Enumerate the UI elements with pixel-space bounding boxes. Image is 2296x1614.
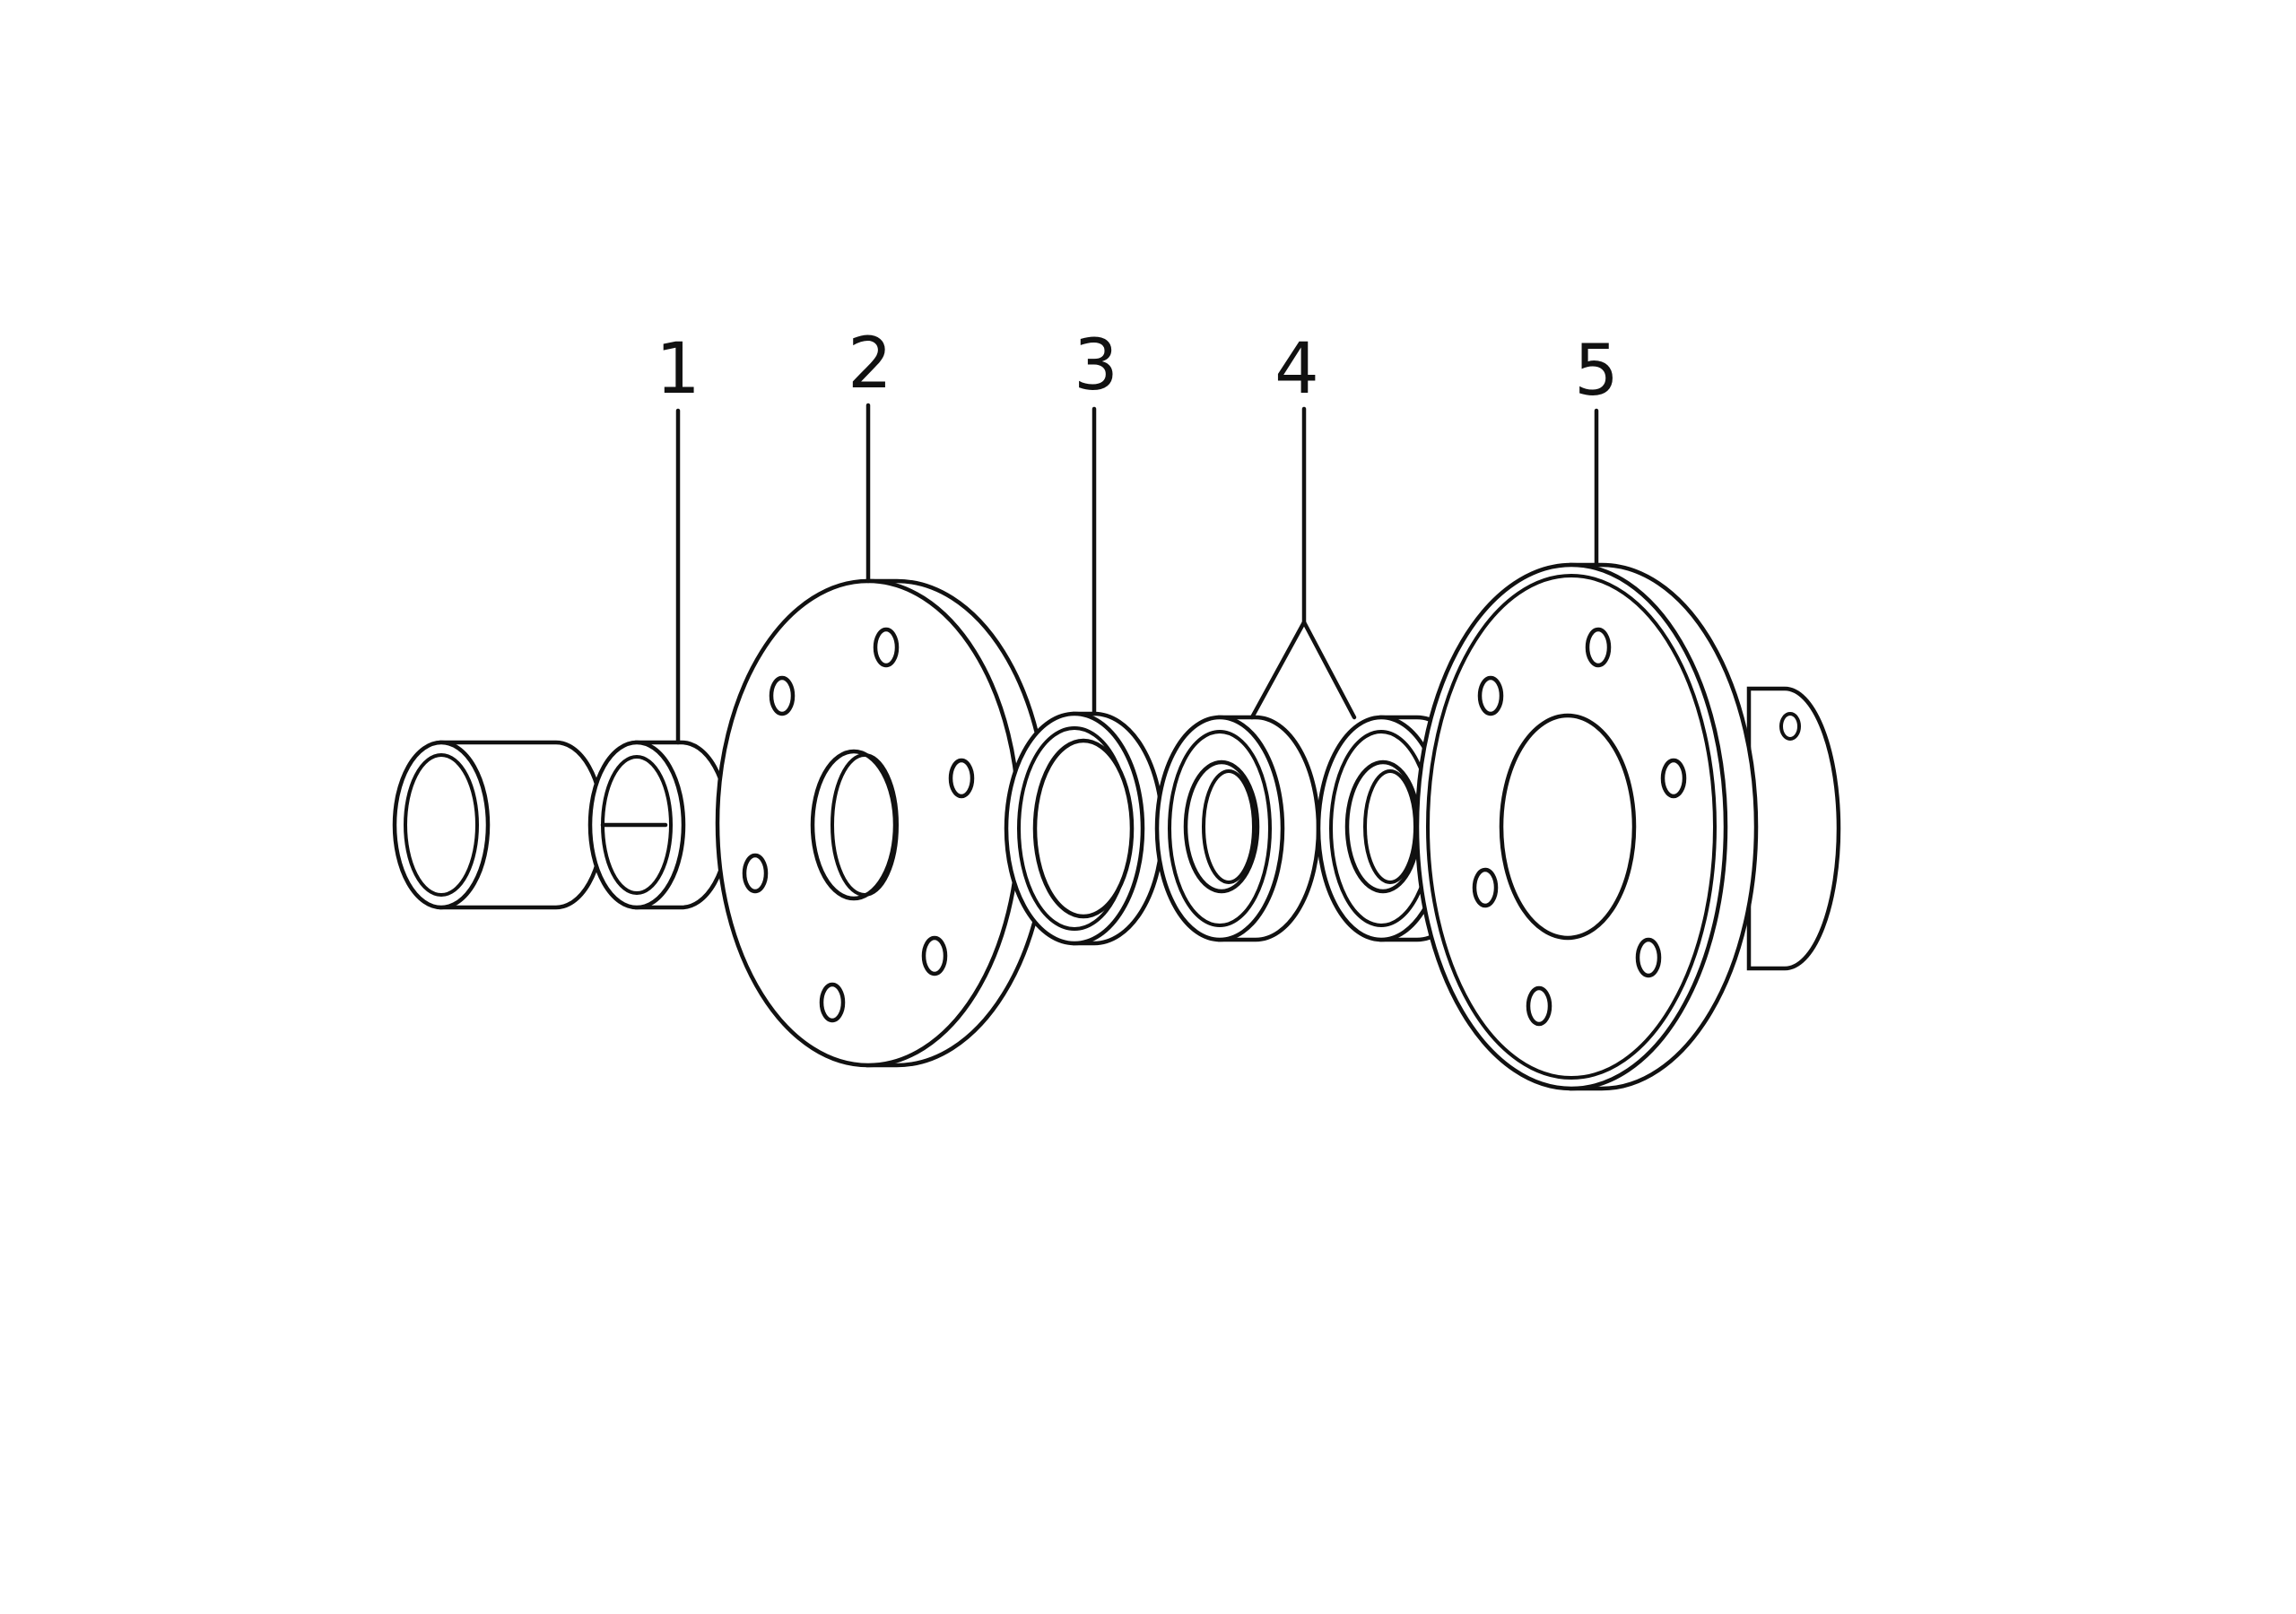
bolt-hole — [1660, 758, 1687, 799]
bolt-hole — [921, 935, 948, 976]
part-labels: 1 2 3 4 5 — [656, 324, 1619, 412]
part-label-3: 3 — [1074, 325, 1118, 406]
set-screw-icon — [1779, 712, 1801, 741]
part-label-2: 2 — [848, 324, 892, 404]
bolt-hole — [1526, 985, 1552, 1027]
part-3-seal-ring — [1004, 711, 1165, 946]
bolt-hole — [1472, 867, 1499, 908]
part-label-1: 1 — [656, 329, 700, 410]
part-label-5: 5 — [1574, 331, 1619, 412]
part-5-hub-flange — [1414, 562, 1841, 1091]
leader-lines — [675, 403, 1599, 745]
part-label-4: 4 — [1274, 329, 1319, 410]
bolt-hole — [819, 982, 846, 1023]
bolt-hole — [1477, 675, 1504, 716]
bolt-hole — [769, 675, 796, 716]
part-2-flange-disc — [715, 578, 1050, 1068]
bolt-hole — [948, 758, 975, 799]
bolt-hole — [1635, 937, 1662, 978]
part-4-bearing-left — [1154, 715, 1321, 942]
bolt-hole — [1585, 627, 1612, 668]
part-1-bushing — [587, 740, 731, 910]
part-sleeve-tube — [392, 740, 605, 910]
bolt-hole — [742, 853, 769, 894]
bolt-hole — [873, 627, 900, 668]
leader-line-4-fork — [1249, 620, 1357, 720]
